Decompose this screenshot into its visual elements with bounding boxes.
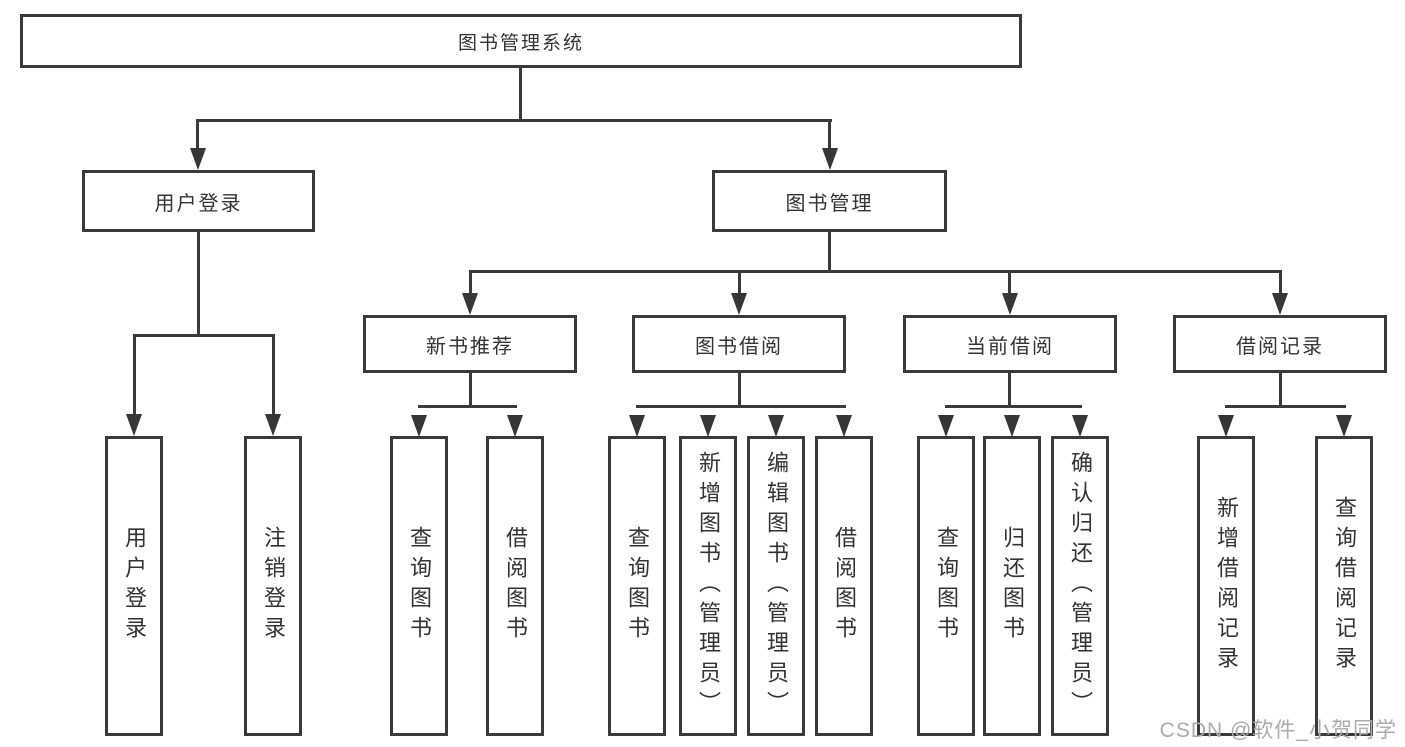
connector-stub-book-borrow — [738, 270, 741, 296]
connector-userlogin-horizontal — [133, 334, 275, 337]
leaf-label: 注销登录 — [261, 526, 286, 646]
leaf-bb-add-books-admin: 新增图书（管理员） — [679, 436, 737, 736]
node-label: 当前借阅 — [966, 335, 1054, 358]
connector-userlogin-vertical — [197, 232, 200, 337]
connector-stub-book-mgmt — [828, 119, 831, 152]
connector-bookmgmt-horizontal — [469, 270, 1282, 273]
leaf-bb-edit-books-admin: 编辑图书（管理员） — [747, 436, 805, 736]
node-book-borrowing: 图书借阅 — [632, 315, 846, 373]
connector-stub-new-books — [469, 270, 472, 296]
leaf-br-add-record: 新增借阅记录 — [1197, 436, 1255, 736]
arrowhead-nb-borrow-books — [507, 415, 523, 437]
connector-root-vertical — [519, 68, 522, 121]
leaf-label: 查询借阅记录 — [1332, 496, 1357, 676]
node-book-management: 图书管理 — [712, 170, 947, 232]
leaf-cb-confirm-return-admin: 确认归还（管理员） — [1051, 436, 1109, 736]
leaf-label: 归还图书 — [1000, 526, 1025, 646]
arrowhead-leaf-user-login — [126, 414, 142, 436]
leaf-logout: 注销登录 — [244, 436, 302, 736]
connector-stub-current-borrow — [1008, 270, 1011, 296]
leaf-label: 借阅图书 — [832, 526, 857, 646]
arrowhead-bb-edit-books — [768, 415, 784, 437]
connector-newbooks-horizontal — [418, 405, 517, 408]
leaf-label: 编辑图书（管理员） — [764, 451, 789, 721]
connector-bookmgmt-vertical — [828, 232, 831, 273]
connector-bookborrow-horizontal — [636, 405, 846, 408]
node-label: 图书管理 — [785, 192, 874, 215]
arrowhead-bb-query-books — [629, 415, 645, 437]
node-borrowing-records: 借阅记录 — [1173, 315, 1387, 373]
leaf-br-query-record: 查询借阅记录 — [1315, 436, 1373, 736]
node-new-book-recommend: 新书推荐 — [363, 315, 577, 373]
arrowhead-cb-query-books — [938, 415, 954, 437]
arrowhead-cb-confirm-return — [1072, 415, 1088, 437]
arrowhead-leaf-logout — [265, 414, 281, 436]
leaf-nb-borrow-books: 借阅图书 — [486, 436, 544, 736]
leaf-label: 用户登录 — [122, 526, 147, 646]
connector-bookborrow-vertical — [738, 373, 741, 408]
connector-borrowrecords-horizontal — [1225, 405, 1346, 408]
node-label: 借阅记录 — [1236, 335, 1324, 358]
connector-currentborrow-vertical — [1008, 373, 1011, 408]
leaf-label: 查询图书 — [625, 526, 650, 646]
leaf-cb-query-books: 查询图书 — [917, 436, 975, 736]
connector-stub-leaf-user-login — [133, 334, 136, 416]
leaf-label: 查询图书 — [934, 526, 959, 646]
leaf-label: 确认归还（管理员） — [1068, 451, 1093, 721]
arrowhead-current-borrow — [1002, 293, 1018, 315]
arrowhead-nb-query-books — [411, 415, 427, 437]
leaf-label: 借阅图书 — [503, 526, 528, 646]
leaf-cb-return-books: 归还图书 — [983, 436, 1041, 736]
connector-stub-borrow-records — [1279, 270, 1282, 296]
arrowhead-book-borrow — [731, 293, 747, 315]
leaf-nb-query-books: 查询图书 — [390, 436, 448, 736]
connector-stub-user-login — [196, 119, 199, 152]
node-label: 图书管理系统 — [457, 32, 584, 54]
leaf-user-login: 用户登录 — [105, 436, 163, 736]
arrowhead-br-query-record — [1336, 415, 1352, 437]
connector-stub-leaf-logout — [272, 334, 275, 416]
arrowhead-cb-return-books — [1004, 415, 1020, 437]
arrowhead-borrow-records — [1272, 293, 1288, 315]
arrowhead-user-login — [190, 148, 206, 170]
node-current-borrowing: 当前借阅 — [903, 315, 1117, 373]
arrowhead-bb-borrow-books — [836, 415, 852, 437]
arrowhead-book-mgmt — [822, 148, 838, 170]
connector-root-horizontal — [197, 119, 832, 122]
leaf-bb-borrow-books: 借阅图书 — [815, 436, 873, 736]
node-library-management-system: 图书管理系统 — [20, 14, 1022, 68]
arrowhead-bb-add-books — [700, 415, 716, 437]
leaf-label: 新增图书（管理员） — [696, 451, 721, 721]
arrowhead-new-books — [462, 293, 478, 315]
node-label: 图书借阅 — [695, 335, 783, 358]
node-user-login: 用户登录 — [82, 170, 315, 232]
leaf-label: 查询图书 — [407, 526, 432, 646]
connector-currentborrow-horizontal — [945, 405, 1082, 408]
leaf-bb-query-books: 查询图书 — [608, 436, 666, 736]
node-label: 用户登录 — [154, 192, 243, 215]
connector-newbooks-vertical — [469, 373, 472, 408]
leaf-label: 新增借阅记录 — [1214, 496, 1239, 676]
node-label: 新书推荐 — [426, 335, 514, 358]
csdn-watermark: CSDN @软件_小贺同学 — [1159, 719, 1397, 742]
arrowhead-br-add-record — [1218, 415, 1234, 437]
connector-borrowrecords-vertical — [1279, 373, 1282, 408]
